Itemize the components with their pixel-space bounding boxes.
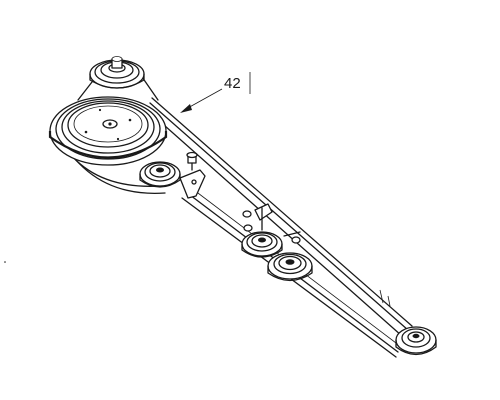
drive-pulley-top bbox=[89, 56, 145, 89]
idler-pulley-left bbox=[139, 151, 206, 199]
callout-label: 42 bbox=[224, 75, 241, 92]
drive-pulley-large bbox=[48, 96, 168, 166]
callout-42 bbox=[180, 72, 251, 113]
idler-pulley-middle-2 bbox=[267, 252, 313, 282]
idler-pulley-middle-1 bbox=[241, 203, 301, 258]
spindle-pulley-right bbox=[395, 326, 437, 356]
stray-mark bbox=[4, 261, 6, 263]
